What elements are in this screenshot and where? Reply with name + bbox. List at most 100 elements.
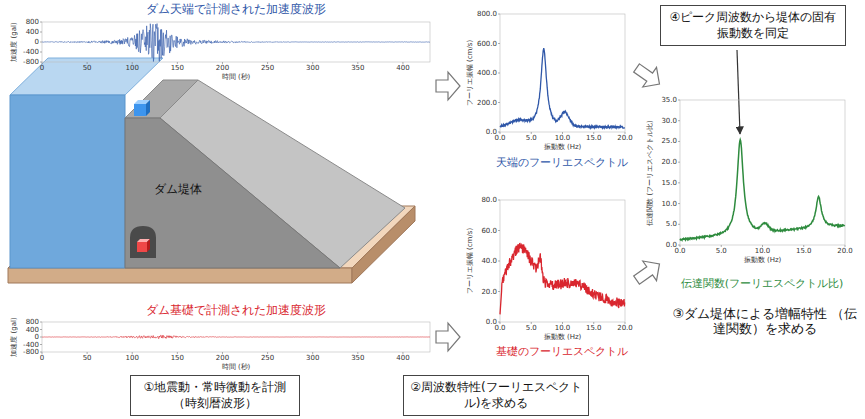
tick [40,344,42,345]
tick [357,62,358,64]
spectrum-curve [500,48,625,128]
tick [531,132,532,134]
tick [402,62,403,64]
axis-tick: 350 [351,354,364,362]
axis-tick: 250 [261,354,274,362]
tick [177,352,178,354]
axis-tick: 30.0 [661,117,677,125]
axis-title: フーリエ振幅 (cm/s) [466,228,474,294]
axis-tick: 15.0 [796,247,812,255]
step-text: ①地震動・常時微動を計測 （時刻暦波形） [137,380,293,411]
sensor-side [146,100,150,116]
tick [498,14,500,15]
axis-tick: 15.0 [661,179,677,187]
tick [498,230,500,231]
axis-tick: 40.0 [481,257,497,265]
tick [42,352,43,354]
axis-tick: 5.0 [526,324,537,332]
axis-tick: 200 [216,354,229,362]
axis-tick: 20.0 [661,158,677,166]
waveform [42,335,430,338]
water-surface [10,58,163,95]
step-text: ②周波数特性(フーリエスペクトル)を求める [410,380,582,411]
tick [40,42,42,43]
plot-frame [500,14,625,132]
chart [40,322,430,354]
tick [40,32,42,33]
tick [498,73,500,74]
axis-tick: 20.0 [481,287,497,295]
pointer-arrow [737,50,740,134]
tick [132,352,133,354]
axis-tick: 5.0 [716,247,727,255]
axis-tick: 300 [306,354,319,362]
spectrum-curve [680,140,845,241]
tick [678,203,680,204]
axis-tick: 350 [351,64,364,72]
axis-tick: 35.0 [661,96,677,104]
tick [500,322,501,324]
tick [312,62,313,64]
tick [267,62,268,64]
tick [500,132,501,134]
axis-title: 振動数 (Hz) [744,256,782,264]
chart-caption: 天端のフーリエスペクトル [496,157,628,170]
axis-tick: 10.0 [661,200,677,208]
axis-tick: 400 [26,28,39,36]
axis-tick: 250 [261,64,274,72]
flow-arrow [630,254,667,290]
axis-title: フーリエ振幅 (cm/s) [466,40,474,106]
axis-tick: 0 [35,333,39,341]
ground-front [8,268,352,283]
tick [222,352,223,354]
tick [678,141,680,142]
tick [721,245,722,247]
gallery [130,226,156,258]
chart-title: ダム天端で計測された加速度波形 [146,3,326,17]
axis-tick: 100 [126,64,139,72]
tick [562,132,563,134]
chart-caption: 伝達関数(フーリエスペクトル比) [681,278,844,291]
axis-tick: 100 [126,354,139,362]
axis-tick: 80.0 [481,196,497,204]
tick [312,352,313,354]
plot-frame [500,200,625,322]
crest-sensor [134,104,146,116]
axis-title: 加速度 (gal) [10,22,18,61]
axis-tick: 60.0 [481,226,497,234]
tick [625,132,626,134]
axis-tick: 600.0 [477,39,497,47]
axis-tick: 300 [306,64,319,72]
tick [87,352,88,354]
chart [40,22,430,64]
tick [222,62,223,64]
tick [40,22,42,23]
dam-label: ダム堤体 [154,183,202,197]
axis-tick: -800 [23,348,39,356]
step-box: ②周波数特性(フーリエスペクトル)を求める [403,375,589,416]
foundation-sensor [137,242,147,252]
reservoir-water [10,95,125,268]
axis-title: 振動数 (Hz) [544,333,582,341]
flow-arrow [630,58,667,94]
tick [562,322,563,324]
tick [40,329,42,330]
tick [678,224,680,225]
axis-tick: 400 [396,64,409,72]
tick [498,43,500,44]
waveform [42,24,430,62]
axis-tick: 0.0 [674,247,685,255]
tick [357,352,358,354]
axis-tick: 200.0 [477,98,497,106]
step-text: ③ダム堤体による増幅特性 （伝達関数）を求める [670,307,860,337]
axis-tick: 25.0 [661,137,677,145]
chart-caption: 基礎のフーリエスペクトル [496,346,628,359]
tick [498,200,500,201]
axis-tick: 15.0 [586,324,602,332]
tick [593,132,594,134]
step-box: ④ピーク周波数から堤体の固有振動数を同定 [660,5,846,46]
chart [498,14,625,134]
axis-tick: 20.0 [617,324,633,332]
tick [625,322,626,324]
axis-title: 加速度 (gal) [10,317,18,356]
